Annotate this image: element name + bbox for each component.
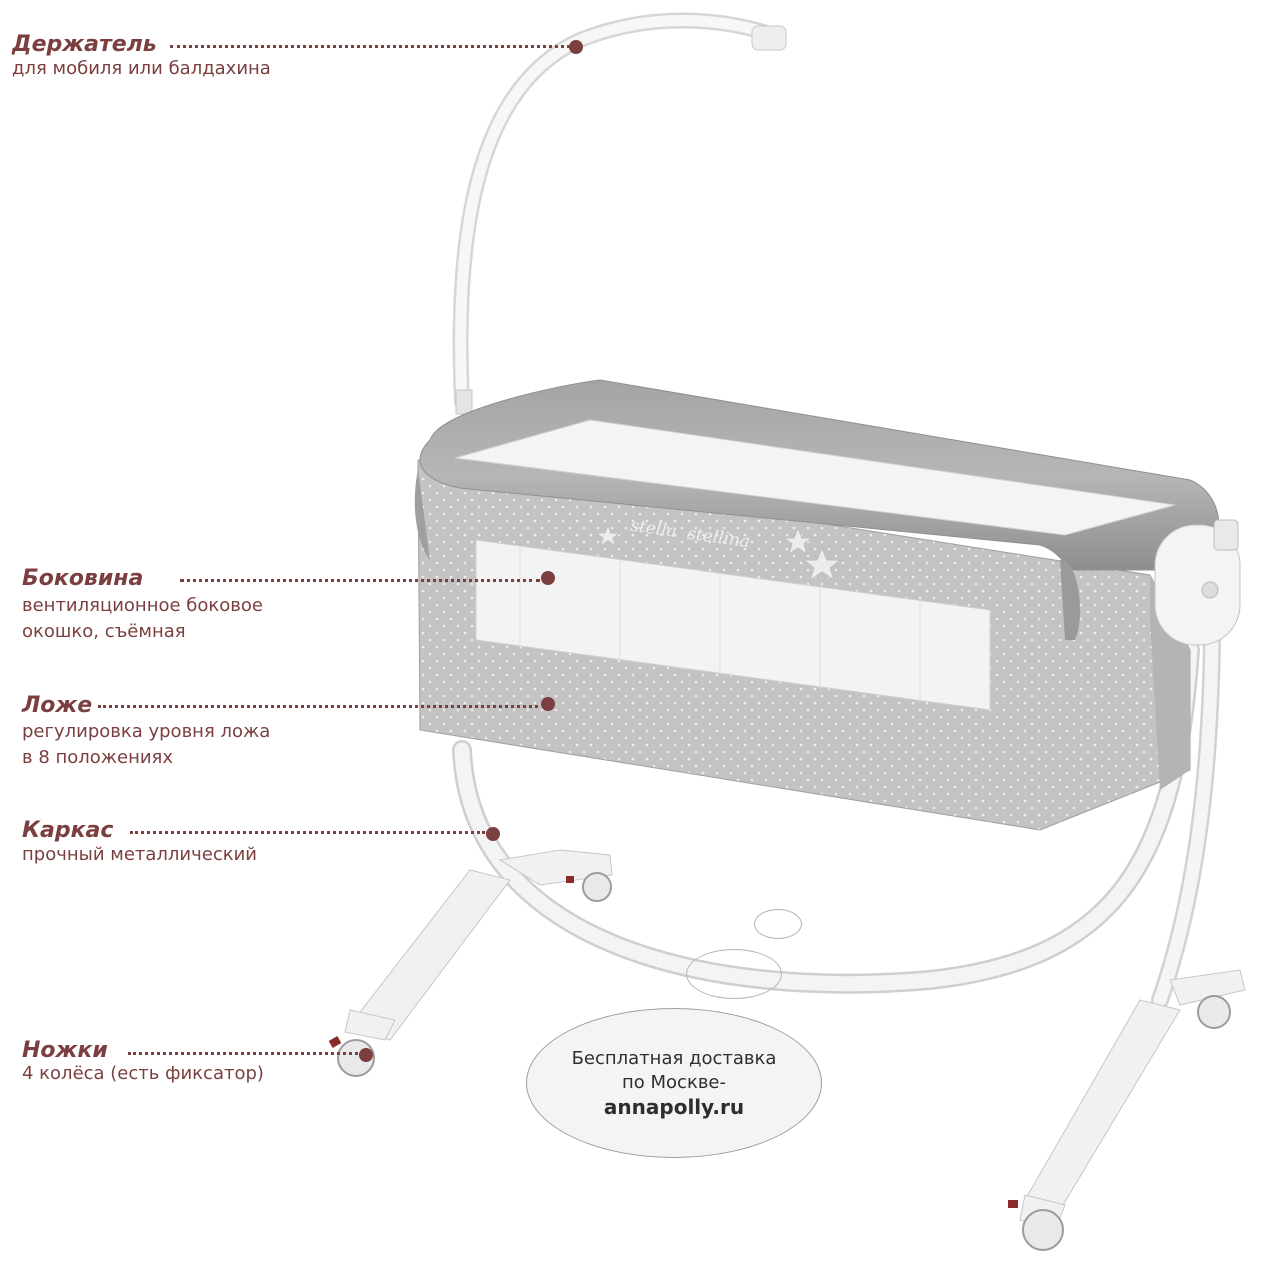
callout-desc-side-2: окошко, съёмная: [22, 621, 186, 642]
canopy-hook: [751, 25, 787, 51]
ghost-ellipse-medium: [686, 949, 782, 999]
callout-title-bed: Ложе: [22, 693, 93, 718]
wheels: [337, 872, 1231, 1251]
promo-line-1: Бесплатная доставка: [571, 1048, 777, 1069]
callout-desc-holder: для мобиля или балдахина: [12, 58, 271, 79]
leader-line-holder: [170, 45, 570, 48]
promo-line-2: по Москве-: [622, 1072, 726, 1093]
marker-bed: [541, 697, 555, 711]
callout-desc-frame: прочный металлический: [22, 844, 257, 865]
marker-frame: [486, 827, 500, 841]
leader-line-frame: [130, 831, 485, 834]
side-clamp: [1154, 524, 1241, 646]
ventilation-window: [475, 539, 991, 711]
callout-desc-legs: 4 колёса (есть фиксатор): [22, 1063, 264, 1084]
callout-title-holder: Держатель: [12, 32, 157, 57]
leader-line-legs: [128, 1052, 358, 1055]
callout-desc-bed-2: в 8 положениях: [22, 747, 174, 768]
callout-title-side: Боковина: [22, 566, 144, 591]
marker-holder: [569, 40, 583, 54]
legs: [344, 849, 1246, 1231]
promo-site-link[interactable]: annapolly.ru: [603, 1095, 745, 1119]
marker-side: [541, 571, 555, 585]
callout-title-legs: Ножки: [22, 1038, 108, 1063]
callout-desc-bed-1: регулировка уровня ложа: [22, 721, 271, 742]
ghost-ellipse-small: [754, 909, 802, 939]
leader-line-side: [180, 579, 540, 582]
callout-title-frame: Каркас: [22, 818, 114, 843]
callout-desc-side-1: вентиляционное боковое: [22, 595, 263, 616]
leader-line-bed: [98, 705, 538, 708]
marker-legs: [359, 1048, 373, 1062]
canopy-holder-arm: [452, 12, 778, 410]
delivery-promo-bubble[interactable]: Бесплатная доставка по Москве- annapolly…: [526, 1008, 822, 1158]
